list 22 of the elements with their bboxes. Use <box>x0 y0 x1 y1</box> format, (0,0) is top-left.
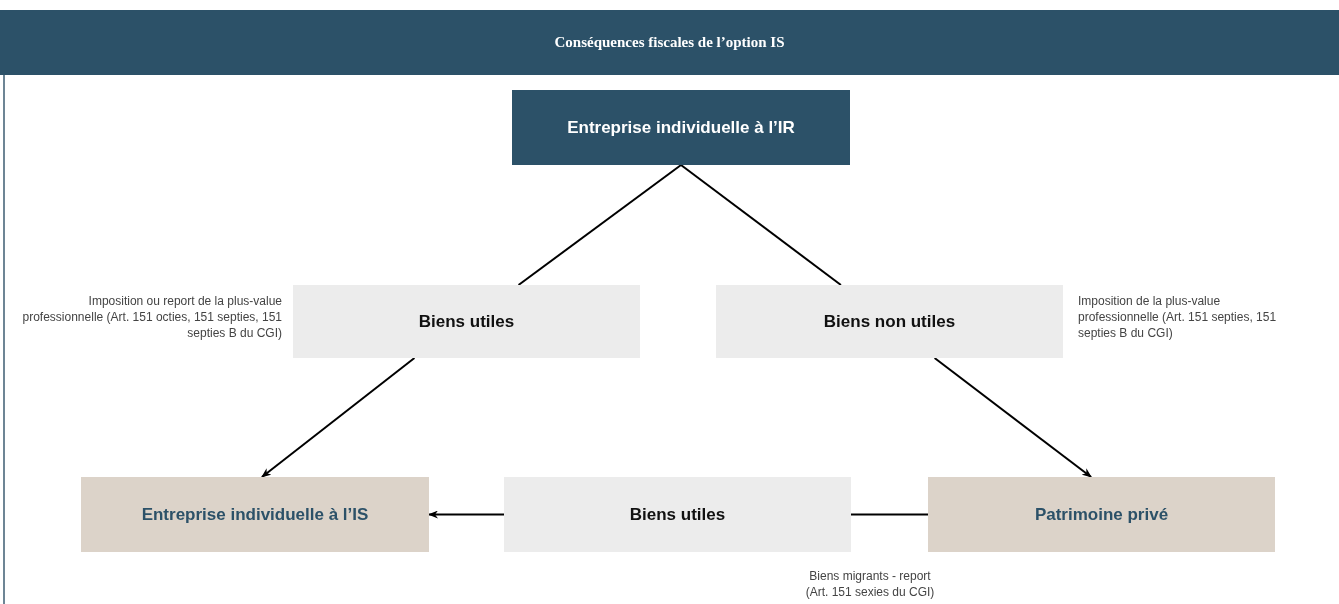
arrow <box>260 357 416 478</box>
box-label: Entreprise individuelle à l’IR <box>567 116 795 139</box>
process-box <box>293 285 640 358</box>
box-label: Entreprise individuelle à l’IS <box>141 503 369 526</box>
box-label: Biens utiles <box>629 503 726 526</box>
connector-line <box>517 164 682 286</box>
process-box <box>504 477 851 552</box>
box-label: Biens utiles <box>418 310 515 333</box>
side-note: Imposition ou report de la plus-value professionnelle (Art. 151 octies, 151 septies, 151 septies B du CGI) <box>21 293 282 341</box>
box-label: Patrimoine privé <box>1034 503 1169 526</box>
diagram-title: Conséquences fiscales de l’option IS <box>554 33 785 53</box>
process-box <box>81 477 429 552</box>
arrow <box>933 357 1093 478</box>
process-box <box>716 285 1063 358</box>
connector-line <box>680 164 842 286</box>
arrow <box>428 510 505 519</box>
process-box <box>928 477 1275 552</box>
note-text: Biens migrants - report (Art. 151 sexies du CGI) <box>804 568 936 600</box>
box-label: Biens non utiles <box>823 310 956 333</box>
side-note: Imposition de la plus-value professionnelle (Art. 151 septies, 151 septies B du CGI) <box>1078 293 1278 341</box>
process-box <box>512 90 850 165</box>
connector-line <box>850 513 929 516</box>
